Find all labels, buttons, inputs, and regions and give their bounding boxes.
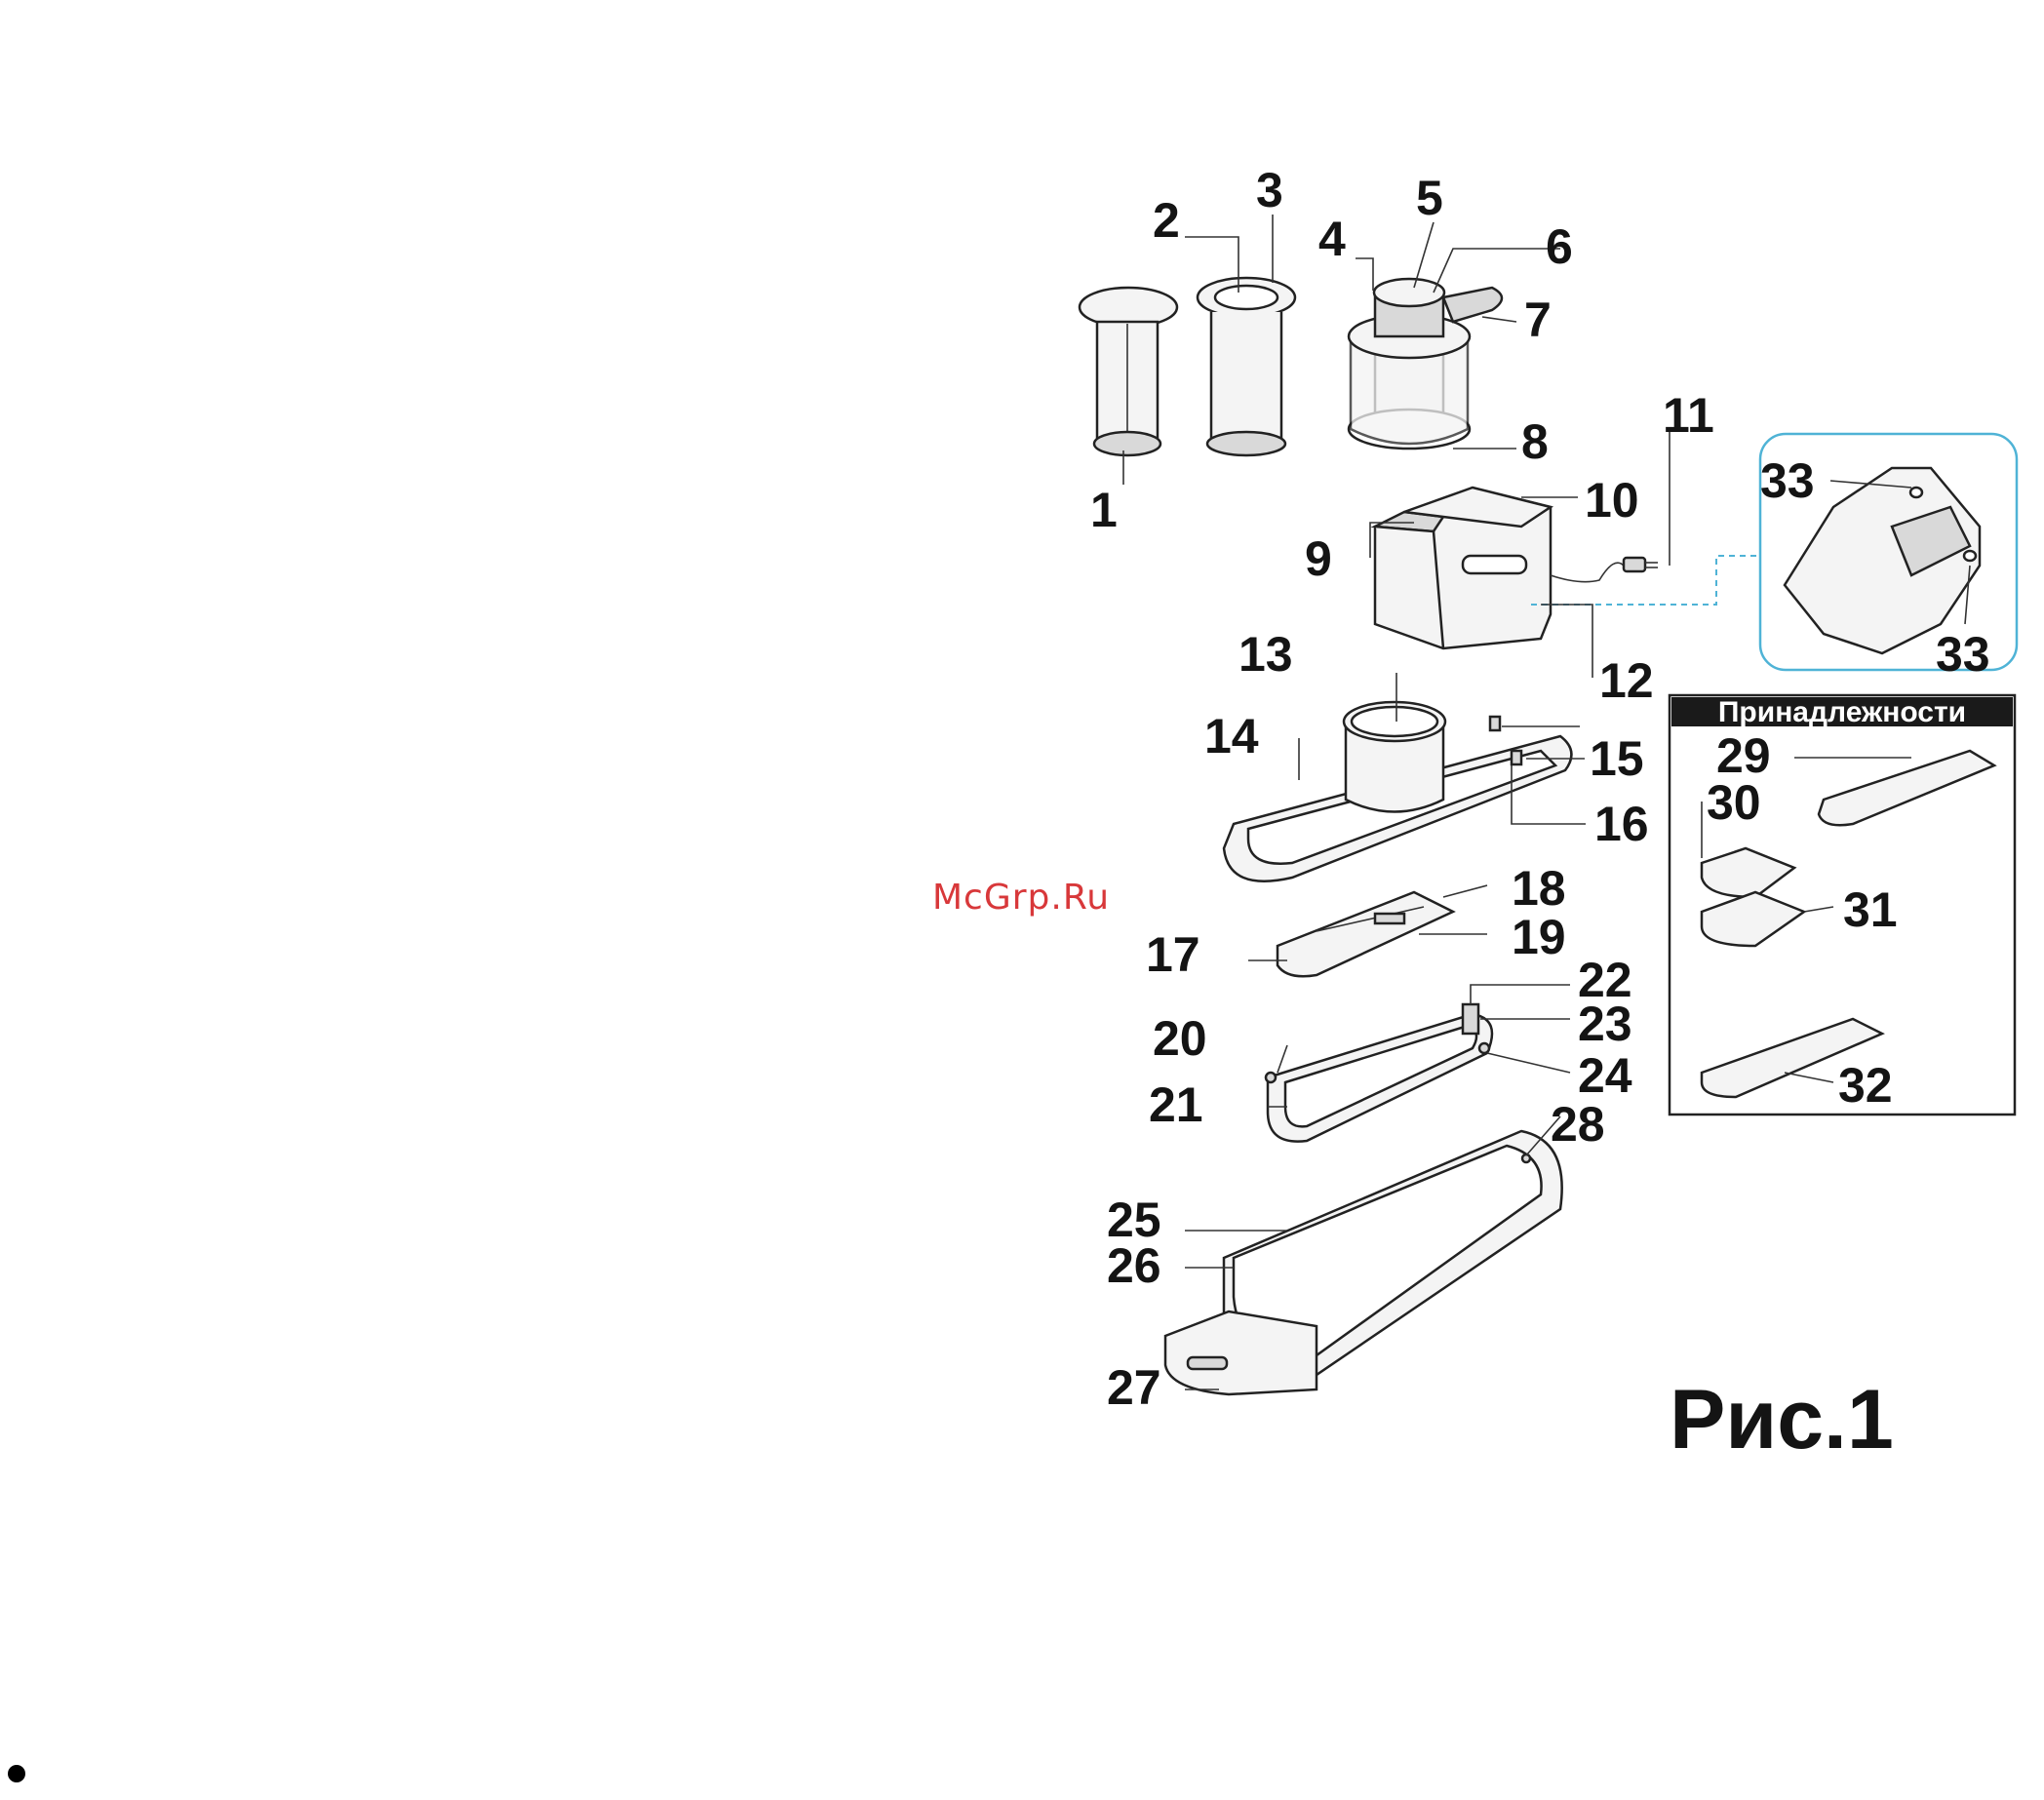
part-number-8: 8 xyxy=(1521,414,1549,469)
part-number-30: 30 xyxy=(1707,775,1761,830)
part-number-16: 16 xyxy=(1594,797,1649,851)
part-number-6: 6 xyxy=(1546,219,1573,274)
part-number-4: 4 xyxy=(1318,212,1346,266)
part-number-15: 15 xyxy=(1590,731,1644,786)
watermark: McGrp.Ru xyxy=(932,878,1110,918)
part-number-26: 26 xyxy=(1107,1238,1161,1293)
part-25-28-container xyxy=(1165,1131,1562,1394)
part-number-20: 20 xyxy=(1153,1011,1207,1066)
part-number-13: 13 xyxy=(1238,627,1293,682)
part-number-33-top: 33 xyxy=(1760,453,1815,508)
part-20-24-frame xyxy=(1266,1004,1492,1142)
part-number-11: 11 xyxy=(1663,388,1714,443)
part-number-18: 18 xyxy=(1512,861,1566,916)
part-number-7: 7 xyxy=(1524,293,1552,347)
part-number-2: 2 xyxy=(1153,193,1180,248)
figure-caption: Рис.1 xyxy=(1670,1373,1894,1467)
part-number-33-bottom: 33 xyxy=(1936,627,1990,682)
part-2-3-tube xyxy=(1198,278,1295,455)
part-number-14: 14 xyxy=(1204,709,1259,763)
bullet-marker xyxy=(8,1765,25,1782)
accessories-title: Принадлежности xyxy=(1718,696,1966,728)
part-number-28: 28 xyxy=(1551,1097,1605,1152)
part-number-32: 32 xyxy=(1838,1058,1893,1113)
part-number-9: 9 xyxy=(1305,531,1332,586)
part-number-21: 21 xyxy=(1149,1077,1203,1132)
part-4-8-feed-chamber xyxy=(1349,279,1502,449)
part-13-16-tray xyxy=(1224,702,1571,881)
part-number-1: 1 xyxy=(1090,483,1118,537)
part-number-17: 17 xyxy=(1146,927,1200,982)
part-number-23: 23 xyxy=(1578,997,1632,1051)
part-number-31: 31 xyxy=(1843,882,1898,937)
part-number-3: 3 xyxy=(1256,163,1283,217)
part-number-19: 19 xyxy=(1512,910,1566,964)
part-number-27: 27 xyxy=(1107,1360,1161,1415)
part-number-5: 5 xyxy=(1416,171,1443,225)
part-number-10: 10 xyxy=(1585,473,1639,528)
part-1-pusher xyxy=(1080,288,1177,455)
part-number-12: 12 xyxy=(1599,653,1654,708)
part-number-24: 24 xyxy=(1578,1048,1632,1103)
